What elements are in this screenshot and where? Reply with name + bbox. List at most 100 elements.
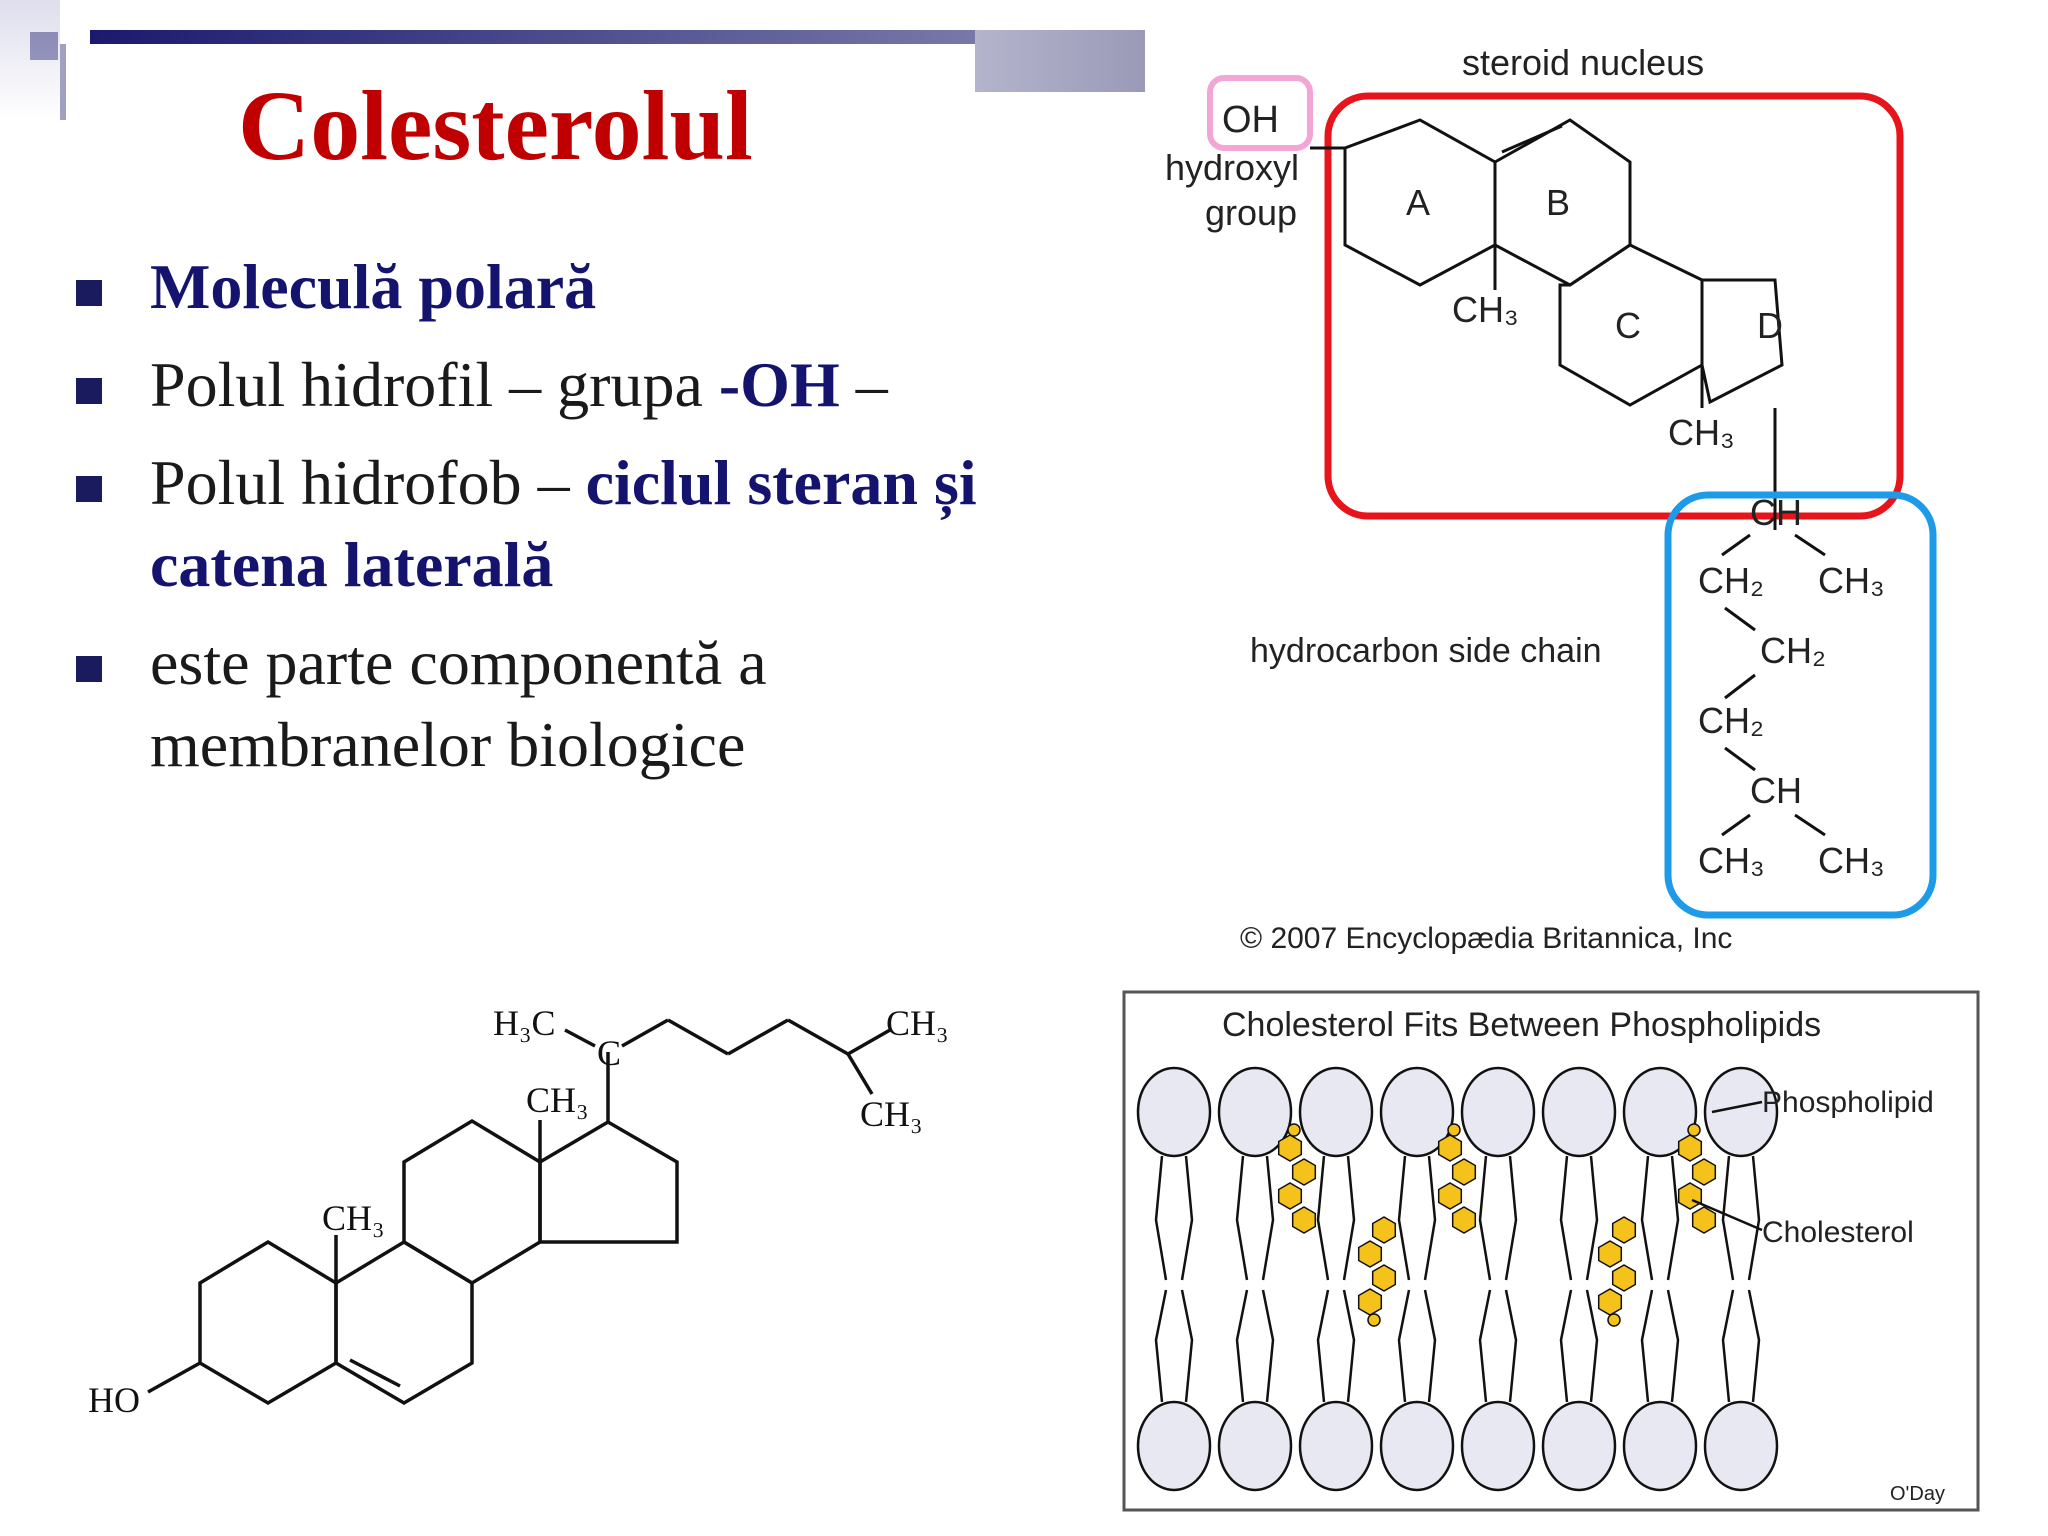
cholesterol-ring xyxy=(1277,1134,1303,1162)
side-chain-box xyxy=(1664,491,1937,919)
cholesterol-ring xyxy=(1597,1288,1623,1316)
phospholipid-tail xyxy=(1504,1155,1518,1281)
cholesterol-ring xyxy=(1437,1134,1463,1162)
phospholipid-tail xyxy=(1747,1289,1761,1403)
membrane-diagram: Cholesterol Fits Between Phospholipids P… xyxy=(1122,990,1980,1512)
phospholipid-head-bottom xyxy=(1622,1400,1698,1492)
cholesterol-ring xyxy=(1691,1158,1717,1186)
phospholipid-tail xyxy=(1316,1155,1330,1281)
phospholipid-tail xyxy=(1397,1155,1411,1281)
bullet-square xyxy=(76,656,102,682)
phospholipid-head-top xyxy=(1217,1066,1293,1158)
britannica-cholesterol-diagram: steroid nucleus OH hydroxyl group A B C … xyxy=(1165,42,1937,955)
ch3-label-2: CH₃ xyxy=(1668,412,1735,453)
slide-title: Colesterolul xyxy=(238,70,753,181)
cholesterol-ring xyxy=(1437,1182,1463,1210)
copyright-text: © 2007 Encyclopædia Britannica, Inc xyxy=(1240,922,1732,955)
side-chain-label: hydrocarbon side chain xyxy=(1250,632,1602,670)
phospholipid-head-bottom xyxy=(1541,1400,1617,1492)
skeletal-ch3-b: CH₃ xyxy=(526,1080,589,1120)
phospholipid-tail xyxy=(1423,1289,1437,1403)
phospholipid-tail xyxy=(1261,1155,1275,1281)
phospholipid-tail xyxy=(1180,1155,1194,1281)
phospholipid-tail xyxy=(1721,1155,1735,1281)
phospholipid-head-bottom xyxy=(1217,1400,1293,1492)
cholesterol-ring xyxy=(1277,1182,1303,1210)
phospholipid-tail xyxy=(1235,1155,1249,1281)
cholesterol-ring xyxy=(1291,1206,1317,1234)
hydroxyl-label-1: hydroxyl xyxy=(1165,147,1299,188)
phospholipid-tail xyxy=(1747,1155,1761,1281)
bullet-item: Polul hidrofil – grupa -OH – xyxy=(72,344,1112,426)
phospholipid-head-top xyxy=(1541,1066,1617,1158)
phospholipid-head-bottom xyxy=(1298,1400,1374,1492)
header-band xyxy=(90,30,1145,44)
oh-label: OH xyxy=(1222,99,1279,141)
chain-atom-ch-2: CH xyxy=(1750,770,1802,811)
phospholipid-label: Phospholipid xyxy=(1762,1086,1934,1119)
cholesterol-oh xyxy=(1367,1313,1381,1327)
phospholipid-tail xyxy=(1504,1289,1518,1403)
skeletal-ch3-d: CH₃ xyxy=(860,1094,923,1134)
bullet-text: este parte componentă a membranelor biol… xyxy=(150,627,767,780)
ring-d-label: D xyxy=(1757,305,1783,346)
phospholipid-tail xyxy=(1154,1289,1168,1403)
cholesterol-oh xyxy=(1607,1313,1621,1327)
steroid-nucleus-box xyxy=(1324,92,1904,520)
phospholipid-head-top xyxy=(1622,1066,1698,1158)
phospholipid-tail xyxy=(1640,1289,1654,1403)
ho-label: HO xyxy=(88,1380,140,1420)
phospholipid-tail xyxy=(1235,1289,1249,1403)
steroid-rings xyxy=(1310,118,1784,530)
phospholipid-pointer xyxy=(1711,1100,1763,1114)
chain-atom-ch3-3: CH₃ xyxy=(1818,840,1885,881)
phospholipid-tail xyxy=(1342,1155,1356,1281)
skeletal-ch3-c: CH₃ xyxy=(886,1003,949,1043)
phospholipid-tail xyxy=(1342,1289,1356,1403)
bullet-text: Moleculă polară xyxy=(150,251,597,322)
chain-atom-ch3-2: CH₃ xyxy=(1698,840,1765,881)
cholesterol-ring xyxy=(1597,1240,1623,1268)
phospholipid-head-bottom xyxy=(1703,1400,1779,1492)
cholesterol-ring xyxy=(1357,1288,1383,1316)
cholesterol-ring xyxy=(1357,1240,1383,1268)
steroid-nucleus-label: steroid nucleus xyxy=(1462,42,1704,83)
bullet-item: Moleculă polară xyxy=(72,246,1112,328)
phospholipid-tail xyxy=(1585,1289,1599,1403)
cholesterol-ring xyxy=(1691,1206,1717,1234)
phospholipid-tail xyxy=(1180,1289,1194,1403)
phospholipid-tail xyxy=(1666,1289,1680,1403)
bullet-text: ciclul steran și catena laterală xyxy=(150,447,977,600)
side-chain-atoms: CH CH₂ CH₃ CH₂ CH₂ CH CH₃ CH₃ xyxy=(1698,492,1885,881)
bullet-text: -OH xyxy=(718,349,840,420)
bullet-square xyxy=(76,378,102,404)
cholesterol-label: Cholesterol xyxy=(1762,1216,1914,1249)
cholesterol-ring xyxy=(1291,1158,1317,1186)
cholesterol-ring xyxy=(1677,1182,1703,1210)
chain-atom-ch2-3: CH₂ xyxy=(1698,700,1764,741)
phospholipid-head-top xyxy=(1298,1066,1374,1158)
phospholipid-tail xyxy=(1478,1155,1492,1281)
chain-atom-ch2-2: CH₂ xyxy=(1760,630,1826,671)
phospholipid-tail xyxy=(1666,1155,1680,1281)
phospholipid-head-bottom xyxy=(1136,1400,1212,1492)
bullet-text: Polul hidrofil – grupa xyxy=(150,349,719,420)
side-chain-bonds xyxy=(1721,533,1826,837)
cholesterol-oh xyxy=(1287,1123,1301,1137)
chain-atom-ch2-1: CH₂ xyxy=(1698,560,1764,601)
cholesterol-molecule xyxy=(1437,1123,1477,1234)
skeletal-h3c: H₃C xyxy=(493,1003,556,1043)
phospholipid-tail xyxy=(1423,1155,1437,1281)
vertical-bar xyxy=(60,44,66,120)
membrane-title: Cholesterol Fits Between Phospholipids xyxy=(1222,1006,1821,1044)
phospholipid-tail xyxy=(1585,1155,1599,1281)
credit-text: O'Day xyxy=(1890,1483,1945,1505)
phospholipid-tail xyxy=(1640,1155,1654,1281)
phospholipid-tail xyxy=(1478,1289,1492,1403)
phospholipid-tail xyxy=(1397,1289,1411,1403)
phospholipid-head-bottom xyxy=(1379,1400,1455,1492)
skeletal-c: C xyxy=(597,1033,621,1073)
bullet-text: – xyxy=(839,349,888,420)
cholesterol-molecule xyxy=(1277,1123,1317,1234)
